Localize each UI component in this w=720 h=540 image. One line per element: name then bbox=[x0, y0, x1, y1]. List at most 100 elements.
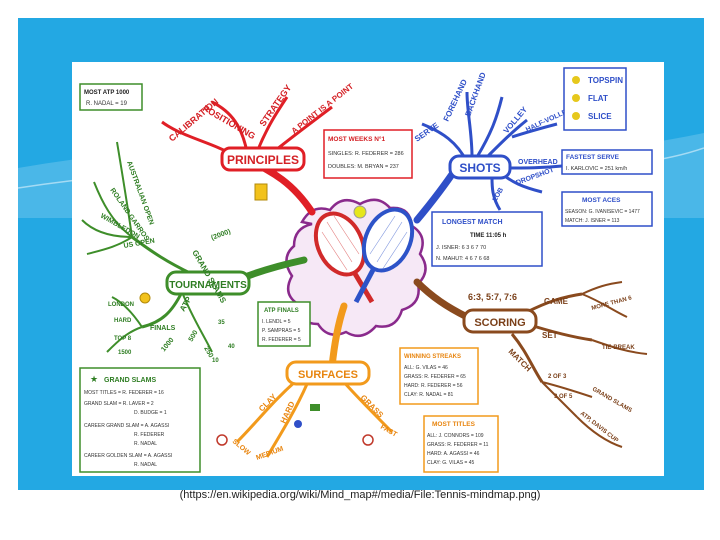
grand-slams-line-3: D. BUDGE = 1 bbox=[134, 410, 167, 416]
longest-match-box: LONGEST MATCH TIME 11:05 h J. ISNER: 6 3… bbox=[431, 211, 543, 267]
surfaces-branch bbox=[235, 302, 394, 458]
surfaces-slow-label: SLOW bbox=[231, 438, 252, 457]
most-weeks-title: MOST WEEKS N°1 bbox=[328, 135, 386, 143]
cup-icon bbox=[139, 292, 151, 304]
slice-ball-icon bbox=[572, 112, 580, 120]
principles-strategy-label: STRATEGY bbox=[257, 83, 293, 128]
center-rackets-image bbox=[285, 198, 427, 338]
tournaments-1500-label: 1500 bbox=[118, 350, 132, 356]
most-weeks-line-1: SINGLES: R. FEDERER = 286 bbox=[328, 151, 404, 157]
shots-dropshot-label: DROPSHOT bbox=[515, 166, 555, 186]
winning-streaks-line-4: CLAY: R. NADAL = 81 bbox=[404, 392, 454, 398]
scoring-label: SCORING bbox=[474, 317, 525, 329]
tournaments-35-label: 35 bbox=[218, 320, 225, 326]
tournaments-finals-label: FINALS bbox=[150, 325, 176, 332]
most-titles-box: MOST TITLES ALL: J. CONNORS = 109 GRASS:… bbox=[423, 415, 499, 473]
tournaments-label: TOURNAMENTS bbox=[169, 280, 247, 291]
atp-finals-title: ATP FINALS bbox=[264, 308, 299, 314]
tournaments-10-label: 10 bbox=[212, 358, 219, 364]
scoring-3of5-label: 3 OF 5 bbox=[554, 394, 573, 400]
grand-slams-box: ★ GRAND SLAMS MOST TITLES = R. FEDERER =… bbox=[79, 367, 201, 473]
scoring-set-label: SET bbox=[542, 331, 558, 340]
atp-finals-line-1: I. LENDL = 5 bbox=[262, 319, 291, 325]
most-atp-title: MOST ATP 1000 bbox=[84, 90, 130, 96]
surfaces-fast-label: FAST bbox=[379, 424, 399, 439]
tournaments-hard-label: HARD bbox=[114, 318, 132, 324]
principles-positioning-label: POSITIONING bbox=[201, 103, 257, 141]
longest-match-line-1: J. ISNER: 6 3 6 7 70 bbox=[436, 245, 486, 251]
shots-label: SHOTS bbox=[459, 161, 500, 175]
scoring-scores: 6:3, 5:7, 7:6 bbox=[468, 292, 517, 302]
clay-court-sign-icon bbox=[216, 434, 228, 446]
shots-overhead-label: OVERHEAD bbox=[518, 159, 558, 166]
longest-match-title: LONGEST MATCH bbox=[442, 219, 503, 226]
scoring-2of3-label: 2 OF 3 bbox=[548, 374, 567, 380]
most-titles-line-2: GRASS: R. FEDERER = 11 bbox=[427, 442, 489, 448]
scoring-tiebreak-label: TIE-BREAK bbox=[602, 345, 635, 351]
grand-slams-line-6: R. NADAL bbox=[134, 441, 157, 447]
trophy-icon bbox=[254, 183, 268, 201]
tournaments-london-label: LONDON bbox=[108, 302, 134, 308]
tennis-mindmap: PRINCIPLES CALIBRATION POSITIONING STRAT… bbox=[72, 62, 664, 476]
winning-streaks-line-3: HARD: R. FEDERER = 56 bbox=[404, 383, 463, 389]
grand-slams-line-8: R. NADAL bbox=[134, 462, 157, 468]
most-titles-line-3: HARD: A. AGASSI = 46 bbox=[427, 451, 480, 457]
most-titles-line-4: CLAY: G. VILAS = 45 bbox=[427, 460, 475, 466]
tournaments-40-label: 40 bbox=[228, 344, 235, 350]
fastest-serve-box: FASTEST SERVE I. KARLOVIC = 251 km/h bbox=[561, 149, 653, 175]
most-weeks-box: MOST WEEKS N°1 SINGLES: R. FEDERER = 286… bbox=[323, 129, 413, 179]
most-aces-box: MOST ACES SEASON: G. IVANISEVIC = 1477 M… bbox=[561, 191, 653, 227]
scoring-grandslams-label: GRAND SLAMS bbox=[591, 387, 633, 415]
scoring-atpdavis-label: ATP, DAVIS CUP bbox=[579, 411, 619, 444]
most-weeks-line-2: DOUBLES: M. BRYAN = 237 bbox=[328, 164, 399, 170]
most-atp-line: R. NADAL = 19 bbox=[86, 101, 128, 107]
surfaces-grass-label: GRASS bbox=[359, 393, 386, 420]
flat-ball-icon bbox=[572, 94, 580, 102]
atp-finals-line-2: P. SAMPRAS = 5 bbox=[262, 328, 301, 334]
most-aces-title: MOST ACES bbox=[582, 197, 621, 204]
principles-point-label: A POINT IS A POINT bbox=[290, 82, 356, 136]
grass-court-sign-icon bbox=[362, 434, 374, 446]
fastest-serve-line: I. KARLOVIC = 251 km/h bbox=[566, 166, 627, 172]
principles-label: PRINCIPLES bbox=[227, 153, 299, 167]
grand-slams-title: GRAND SLAMS bbox=[104, 377, 156, 384]
winning-streaks-box: WINNING STREAKS ALL: G. VILAS = 46 GRASS… bbox=[399, 347, 479, 405]
grand-slams-line-4: CAREER GRAND SLAM = A. AGASSI bbox=[84, 423, 169, 429]
most-titles-line-1: ALL: J. CONNORS = 109 bbox=[427, 433, 484, 439]
tournaments-1000-label: 1000 bbox=[160, 337, 175, 354]
longest-match-line-2: N. MAHUT: 4 6 7 6 68 bbox=[436, 256, 490, 262]
most-aces-line-1: SEASON: G. IVANISEVIC = 1477 bbox=[565, 209, 640, 215]
shot-type-flat: FLAT bbox=[588, 94, 608, 103]
surfaces-label: SURFACES bbox=[298, 369, 358, 381]
tournaments-2000-label: (2000) bbox=[210, 228, 231, 241]
tournaments-branch bbox=[81, 141, 308, 353]
grass-flag-icon bbox=[310, 404, 320, 411]
longest-match-time: TIME 11:05 h bbox=[470, 233, 507, 239]
grand-slams-line-7: CAREER GOLDEN SLAM = A. AGASSI bbox=[84, 453, 172, 459]
topspin-ball-icon bbox=[572, 76, 580, 84]
scoring-game-label: GAME bbox=[544, 297, 569, 306]
star-icon: ★ bbox=[90, 374, 98, 384]
surfaces-medium-label: MEDIUM bbox=[255, 446, 284, 462]
image-source-caption: (https://en.wikipedia.org/wiki/Mind_map#… bbox=[179, 489, 541, 501]
winning-streaks-title: WINNING STREAKS bbox=[404, 354, 461, 360]
winning-streaks-line-2: GRASS: R. FEDERER = 65 bbox=[404, 374, 466, 380]
hard-court-flag-icon bbox=[294, 420, 302, 428]
shot-types-box: TOPSPIN FLAT SLICE bbox=[563, 67, 627, 131]
grand-slams-line-1: MOST TITLES = R. FEDERER = 16 bbox=[84, 390, 164, 396]
tournaments-500-label: 500 bbox=[188, 329, 200, 343]
most-titles-title: MOST TITLES bbox=[432, 421, 476, 428]
principles-branch bbox=[161, 96, 333, 216]
shot-type-topspin: TOPSPIN bbox=[588, 76, 623, 85]
fastest-serve-title: FASTEST SERVE bbox=[566, 154, 620, 161]
tournaments-top8-label: TOP 8 bbox=[114, 336, 132, 342]
shot-type-slice: SLICE bbox=[588, 112, 612, 121]
shots-branch bbox=[413, 91, 563, 224]
tournaments-250-label: 250 bbox=[202, 346, 214, 360]
atp-finals-line-3: R. FEDERER = 5 bbox=[262, 337, 301, 343]
scoring-branch bbox=[413, 278, 648, 448]
most-atp-box: MOST ATP 1000 R. NADAL = 19 bbox=[79, 83, 143, 111]
winning-streaks-line-1: ALL: G. VILAS = 46 bbox=[404, 365, 448, 371]
most-aces-line-2: MATCH: J. ISNER = 113 bbox=[565, 218, 620, 224]
atp-finals-box: ATP FINALS I. LENDL = 5 P. SAMPRAS = 5 R… bbox=[257, 301, 311, 347]
